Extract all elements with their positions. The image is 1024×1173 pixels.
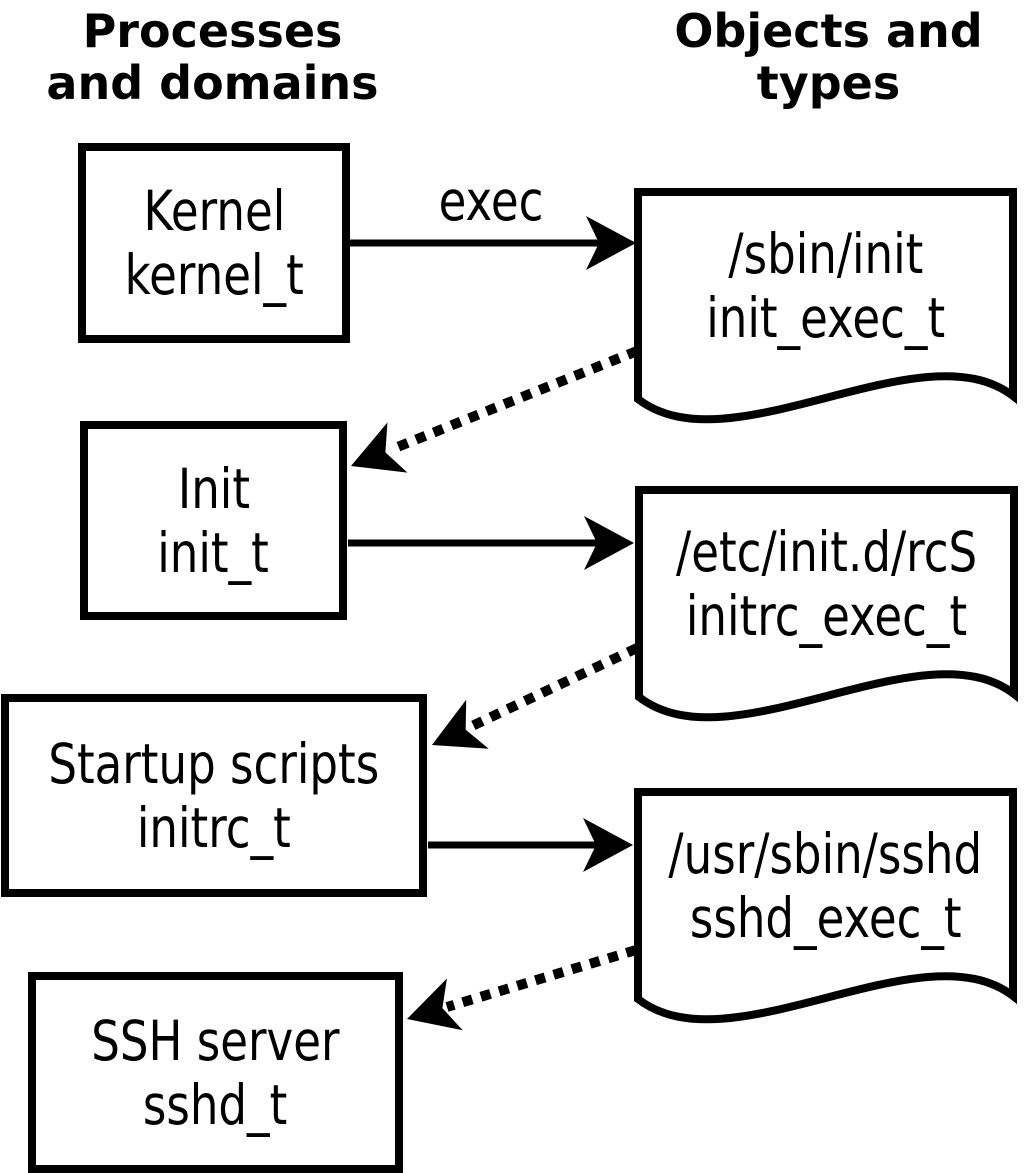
process-node-startup-scripts: Startup scripts initrc_t (1, 694, 427, 897)
exec-arrow-label: exec (438, 169, 544, 233)
arrow-shaft (445, 945, 638, 1012)
transition-arrow-sshd-exec-to-sshd (399, 945, 638, 1045)
process-domain-type: sshd_t (143, 1072, 288, 1137)
process-node-kernel: Kernel kernel_t (78, 143, 350, 343)
document-shape (634, 188, 1017, 424)
process-domain-type: kernel_t (124, 243, 304, 307)
document-shape (635, 486, 1018, 722)
process-name: Startup scripts (48, 731, 380, 796)
left-column-header-line2: and domains (46, 56, 379, 110)
process-name: Kernel (143, 179, 285, 243)
document-shape (634, 788, 1017, 1024)
process-domain-type: init_t (157, 520, 270, 585)
process-name: Init (177, 456, 250, 521)
right-column-header: Objects and types (626, 5, 1024, 109)
left-column-header: Processes and domains (10, 5, 415, 109)
process-node-init: Init init_t (80, 421, 347, 620)
object-node-initrc-exec: /etc/init.d/rcS initrc_exec_t (635, 486, 1018, 734)
arrowhead-icon (341, 422, 408, 492)
document-outline (635, 486, 1018, 722)
arrowhead-icon (399, 978, 463, 1045)
right-column-header-line1: Objects and (674, 4, 983, 58)
object-file-type: sshd_exec_t (689, 886, 962, 950)
arrowhead-icon (586, 216, 636, 270)
arrow-shaft (467, 643, 640, 732)
arrowhead-icon (584, 516, 634, 570)
arrowhead-icon (420, 699, 489, 770)
left-column-header-line1: Processes (82, 4, 343, 58)
document-outline (634, 788, 1017, 1024)
object-node-init-exec: /sbin/init init_exec_t (634, 188, 1017, 436)
process-name: SSH server (91, 1008, 340, 1073)
object-file-path: /etc/init.d/rcS (675, 520, 978, 584)
process-node-ssh-server: SSH server sshd_t (28, 972, 403, 1173)
arrow-shaft (388, 346, 639, 455)
transition-arrow-init-exec-to-init (341, 346, 639, 492)
object-file-path: /usr/sbin/sshd (668, 822, 983, 886)
exec-arrow-initrc-to-sshd (428, 818, 633, 872)
object-node-sshd-exec: /usr/sbin/sshd sshd_exec_t (634, 788, 1017, 1036)
process-domain-type: initrc_t (137, 795, 291, 860)
transition-arrow-initrc-exec-to-initrc (420, 643, 640, 770)
object-file-type: init_exec_t (706, 286, 945, 350)
exec-arrow-init-to-rcS (348, 516, 634, 570)
document-outline (634, 188, 1017, 424)
object-file-path: /sbin/init (728, 222, 923, 286)
object-file-type: initrc_exec_t (685, 584, 968, 648)
arrowhead-icon (583, 818, 633, 872)
right-column-header-line2: types (756, 56, 901, 110)
